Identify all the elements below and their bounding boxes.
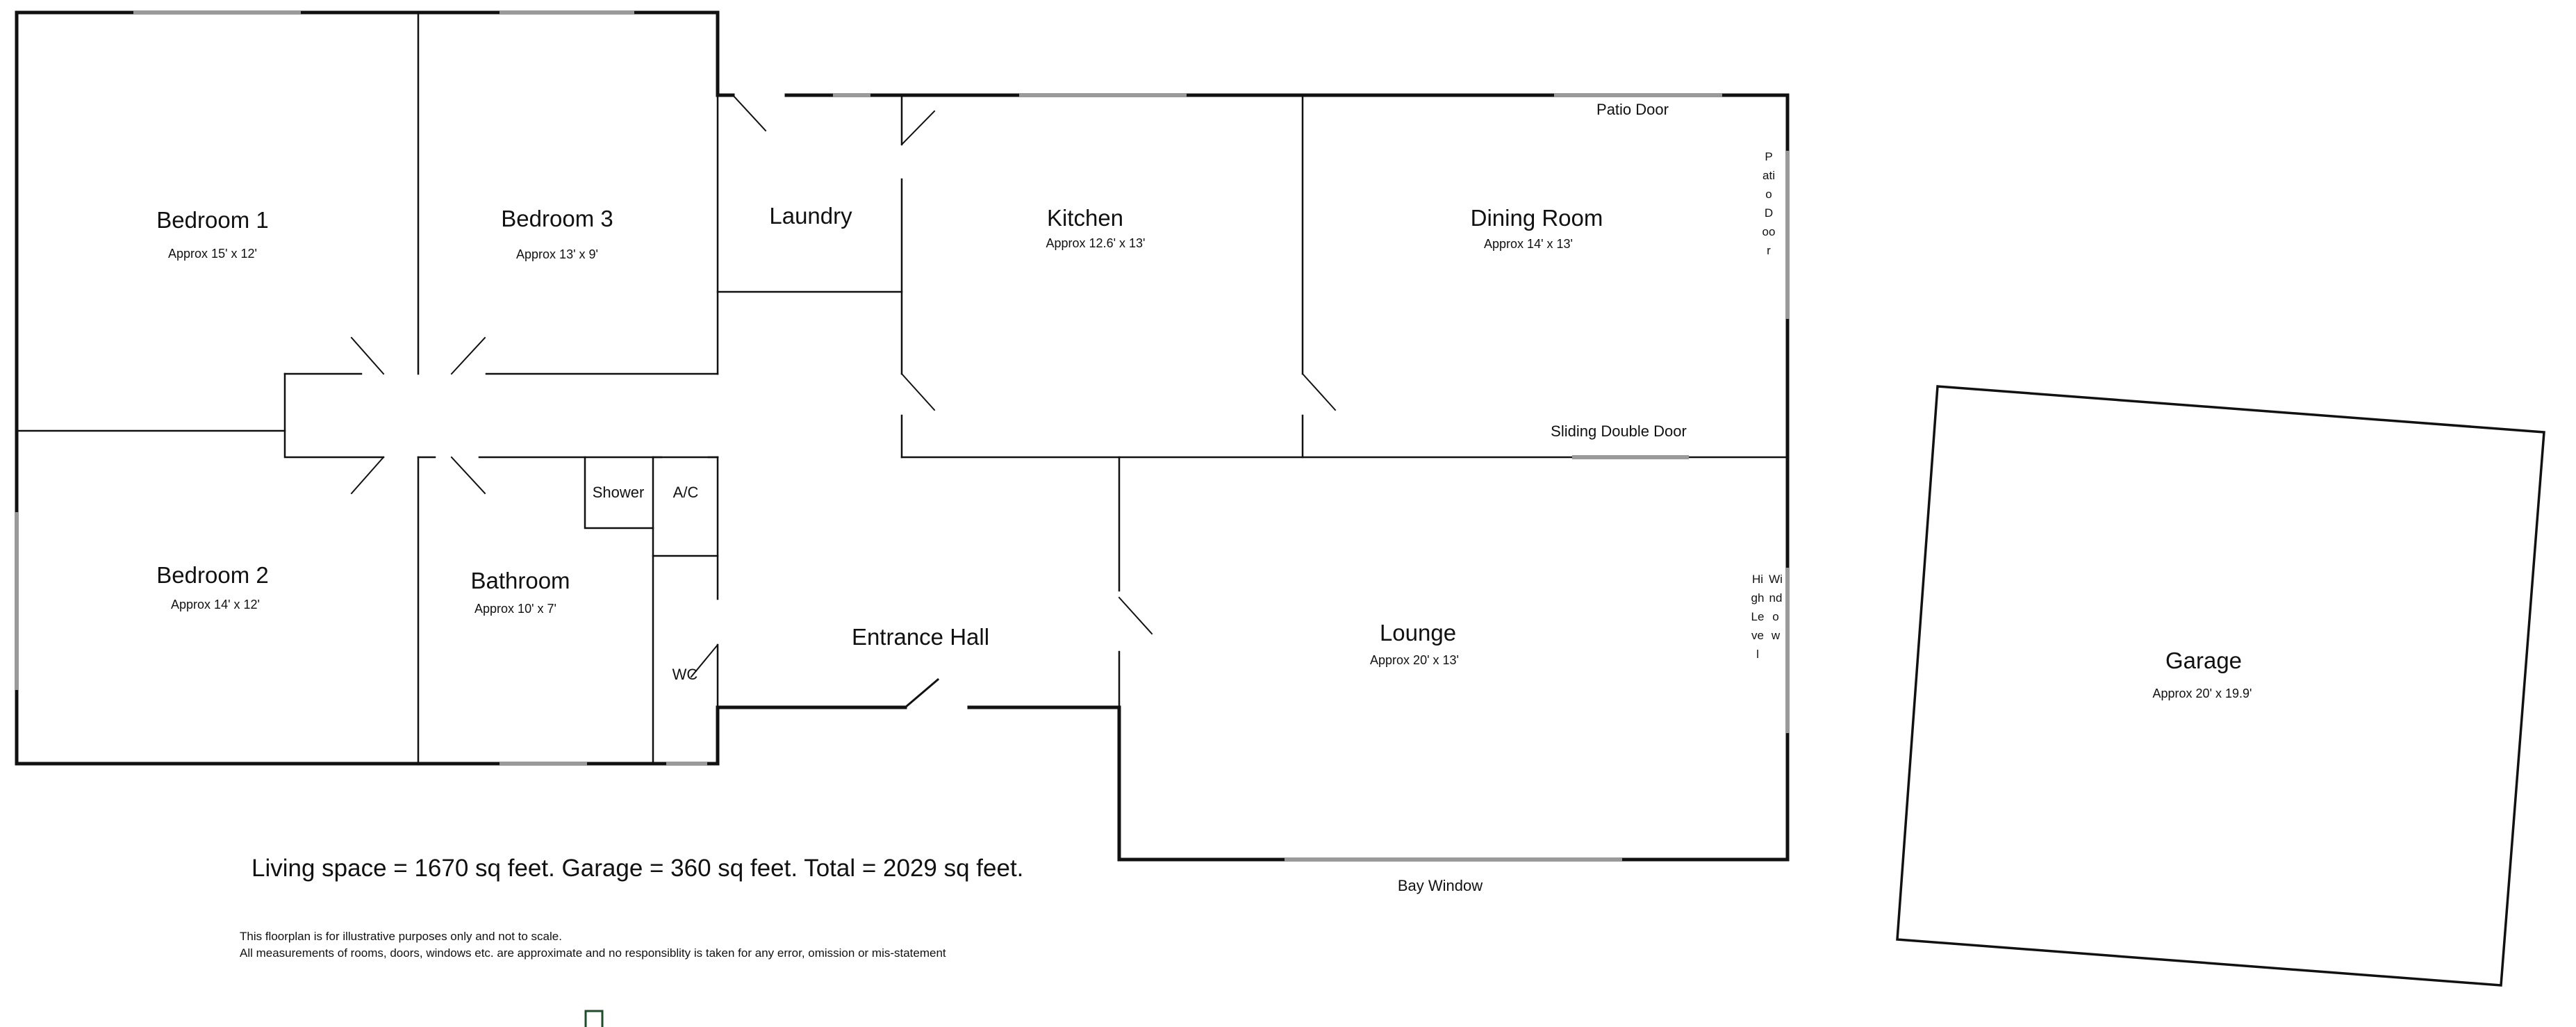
room-label-bedroom2: Bedroom 2 [156, 562, 269, 588]
room-label-laundry: Laundry [769, 203, 852, 229]
windows [15, 10, 1790, 862]
room-label-bedroom1: Bedroom 1 [156, 207, 269, 233]
room-label-bedroom3: Bedroom 3 [501, 206, 613, 231]
room-label-bathroom: Bathroom [470, 568, 570, 593]
room-label-kitchen: Kitchen [1046, 205, 1124, 231]
label-patio-door-top: Patio Door [1596, 101, 1669, 118]
label-window: Window [1769, 573, 1783, 642]
area-summary: Living space = 1670 sq feet. Garage = 36… [251, 855, 1024, 882]
room-size-bedroom1: Approx 15' x 12' [168, 247, 257, 261]
room-size-garage: Approx 20' x 19.9' [2152, 687, 2252, 700]
room-label-ac: A/C [672, 484, 699, 501]
room-label-garage: Garage [2165, 648, 2243, 673]
room-label-dining: Dining Room [1470, 205, 1603, 231]
room-label-lounge: Lounge [1379, 620, 1457, 646]
label-bay-window: Bay Window [1397, 877, 1483, 894]
room-label-wc: WC [672, 666, 698, 683]
door-swings [350, 94, 1337, 678]
room-size-dining: Approx 14' x 13' [1484, 237, 1573, 251]
disclaimer: This floorplan is for illustrative purpo… [240, 928, 946, 962]
room-size-bedroom3: Approx 13' x 9' [516, 247, 598, 261]
label-patio-door-side: Patio Door [1762, 150, 1776, 257]
garage-outline [1896, 385, 2545, 987]
room-label-shower: Shower [592, 484, 645, 501]
disclaimer-line-2: All measurements of rooms, doors, window… [240, 946, 946, 960]
room-size-bedroom2: Approx 14' x 12' [171, 598, 260, 611]
label-high-level: High Level [1751, 573, 1765, 661]
room-size-kitchen: Approx 12.6' x 13' [1046, 236, 1146, 250]
label-sliding-double-door: Sliding Double Door [1551, 422, 1687, 440]
interior-walls [15, 11, 1789, 765]
room-label-entrance: Entrance Hall [851, 624, 990, 650]
room-size-bathroom: Approx 10' x 7' [474, 602, 556, 616]
marker-icon [584, 1010, 604, 1027]
room-size-lounge: Approx 20' x 13' [1370, 653, 1459, 667]
disclaimer-line-1: This floorplan is for illustrative purpo… [240, 930, 562, 943]
